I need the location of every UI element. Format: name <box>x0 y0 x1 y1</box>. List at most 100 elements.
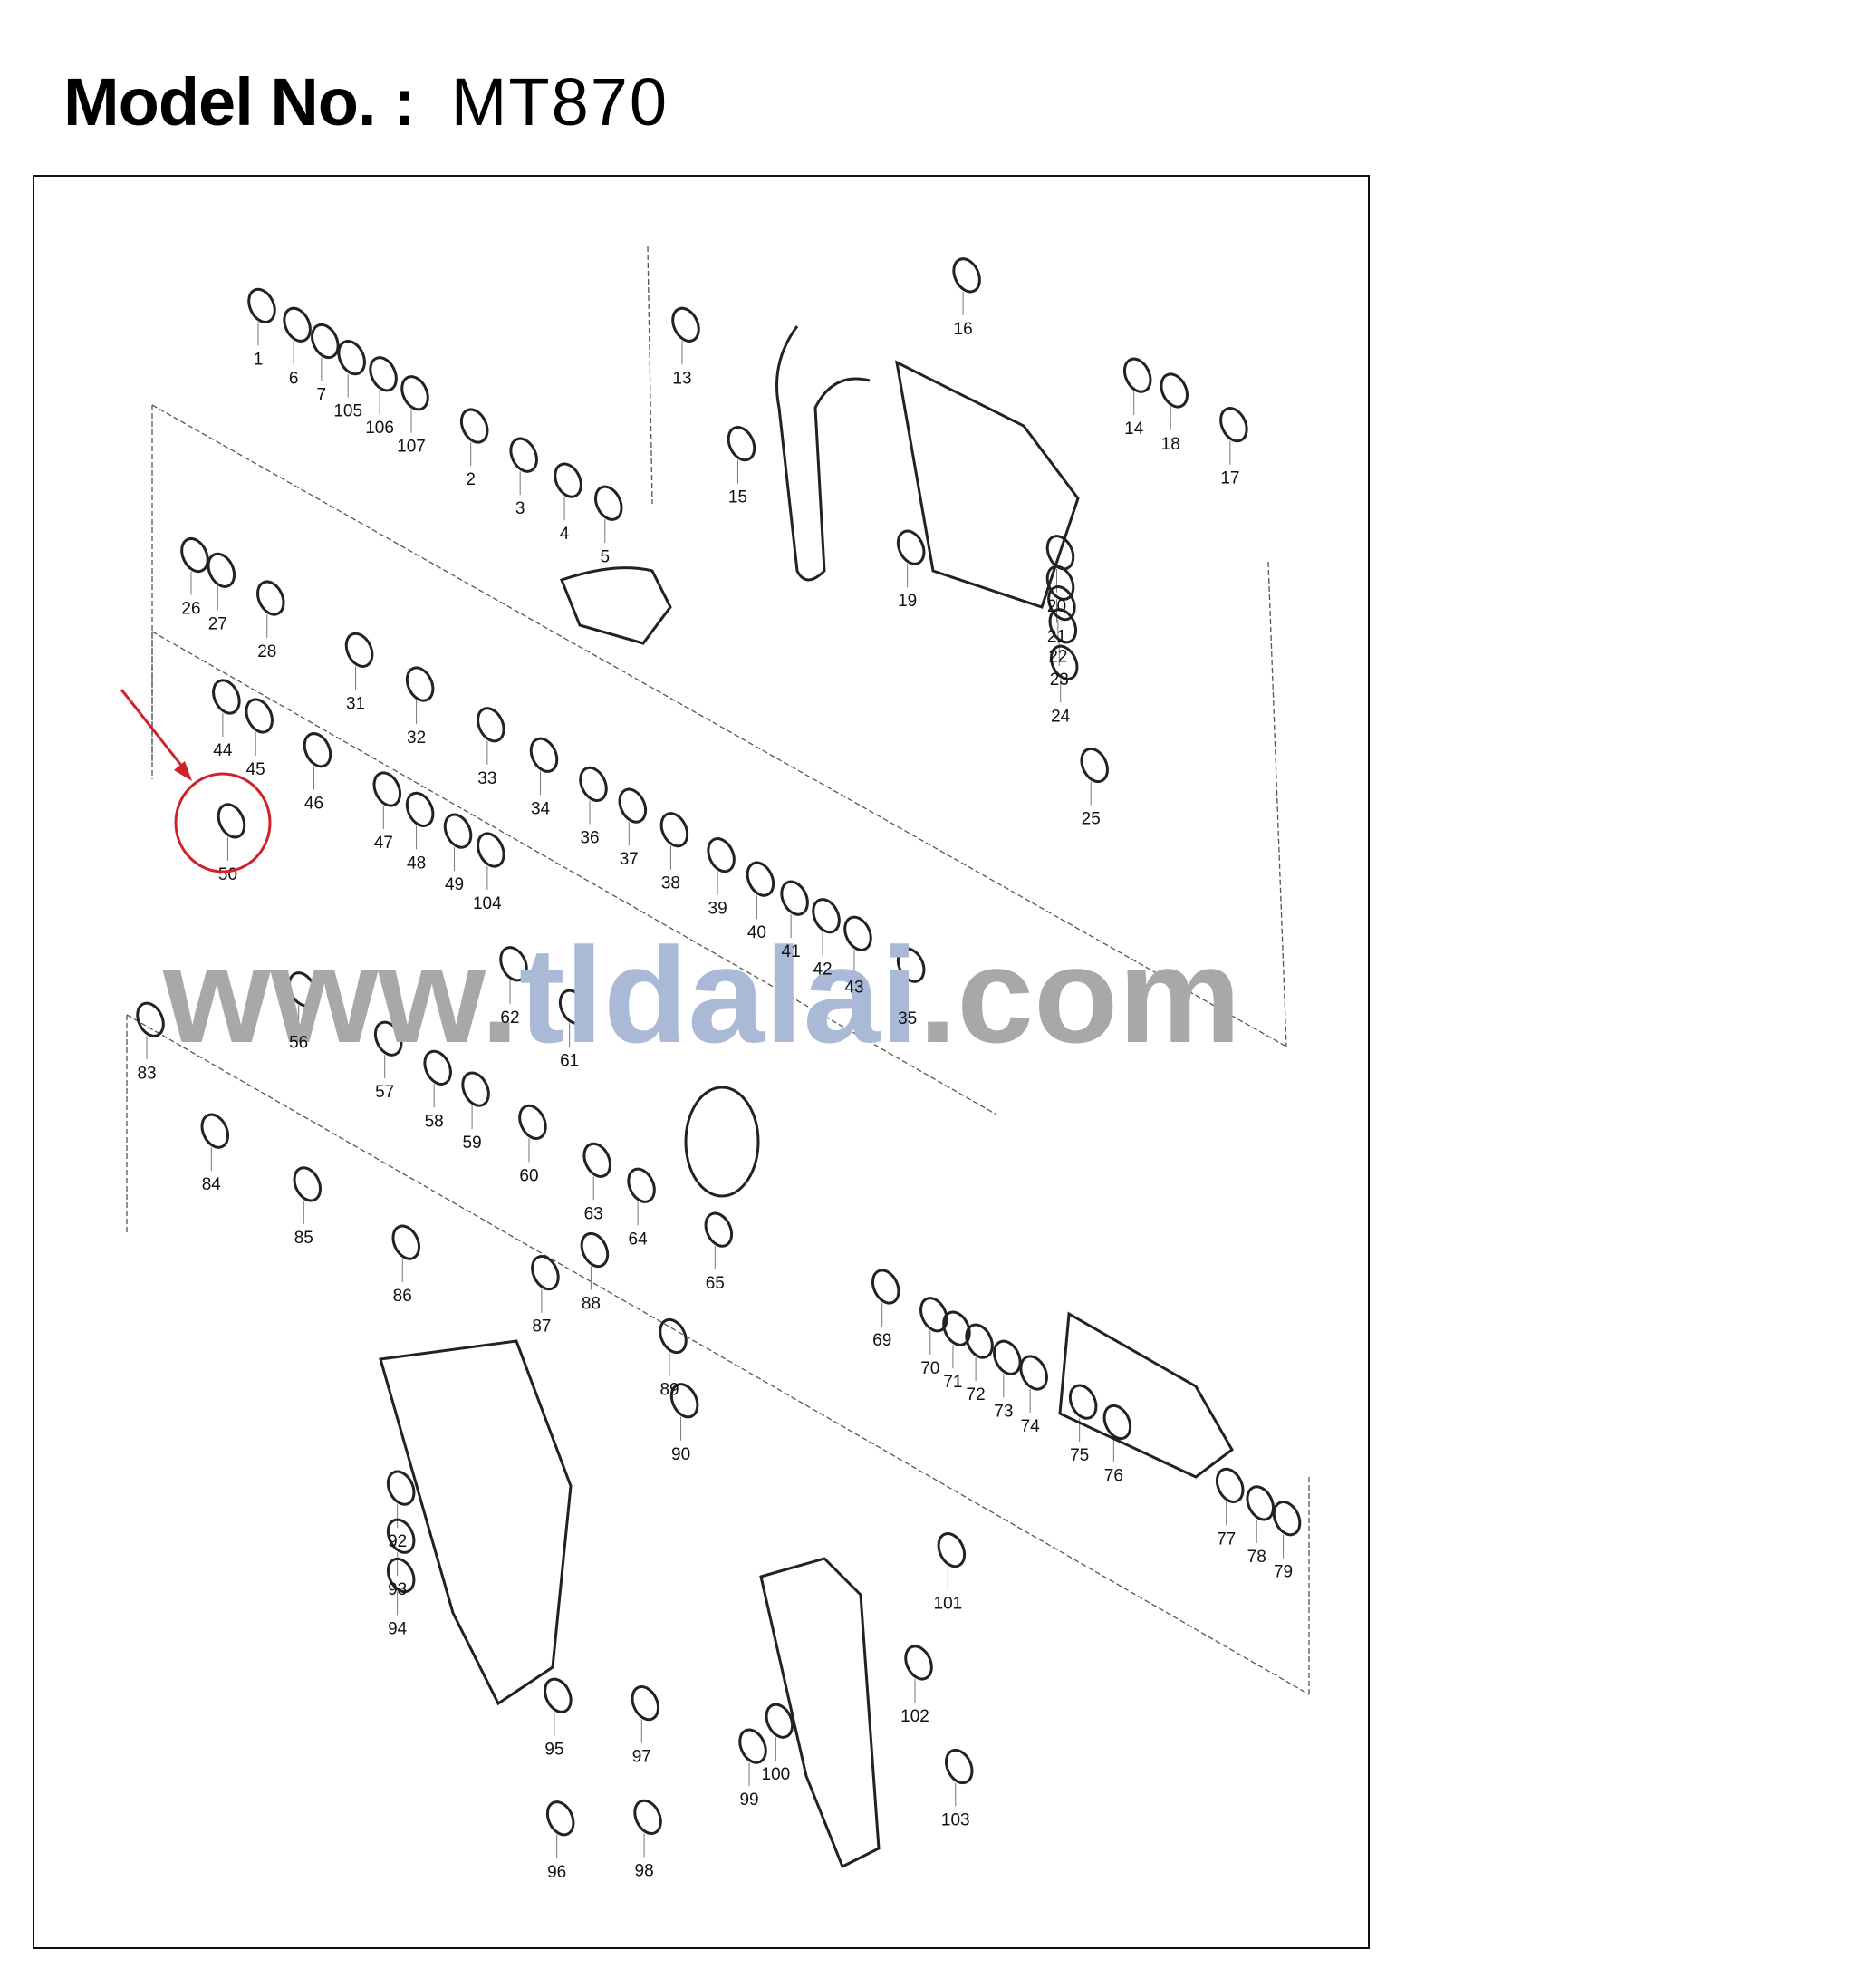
part-label-45: 45 <box>246 760 265 779</box>
part-59-shape <box>461 1071 490 1107</box>
part-label-73: 73 <box>994 1402 1013 1421</box>
part-label-22: 22 <box>1048 648 1067 667</box>
arrow-head-icon <box>174 761 192 781</box>
part-61-shape <box>558 989 588 1025</box>
part-label-14: 14 <box>1124 420 1144 439</box>
part-label-4: 4 <box>560 525 570 544</box>
part-label-70: 70 <box>920 1359 939 1378</box>
part-87-shape <box>531 1255 560 1291</box>
part-label-34: 34 <box>531 799 551 818</box>
part-label-17: 17 <box>1220 469 1239 488</box>
assembly-guide-lines <box>126 246 1310 1695</box>
part-label-44: 44 <box>213 741 233 760</box>
part-3-shape <box>509 437 538 473</box>
part-label-78: 78 <box>1247 1548 1266 1567</box>
part-40-shape <box>746 861 775 897</box>
part-5-shape <box>594 485 623 521</box>
part-label-35: 35 <box>898 1009 917 1028</box>
part-label-103: 103 <box>941 1810 970 1829</box>
part-64-shape <box>627 1167 656 1203</box>
gear-housing-shape <box>895 360 1080 609</box>
part-label-85: 85 <box>294 1229 313 1248</box>
part-label-25: 25 <box>1082 809 1101 828</box>
part-20-shape <box>1045 535 1075 571</box>
part-label-47: 47 <box>374 834 393 853</box>
part-label-94: 94 <box>388 1620 408 1639</box>
part-label-15: 15 <box>728 488 747 507</box>
part-label-97: 97 <box>632 1748 651 1767</box>
part-4-shape <box>554 462 582 498</box>
part-label-100: 100 <box>762 1765 791 1784</box>
part-62-shape <box>499 946 528 982</box>
part-69-shape <box>871 1269 900 1305</box>
part-33-shape <box>477 707 505 743</box>
part-label-59: 59 <box>463 1134 482 1153</box>
part-92-shape <box>386 1470 416 1506</box>
part-label-39: 39 <box>708 900 727 919</box>
guide-line <box>151 631 997 1115</box>
part-71-shape <box>942 1310 971 1346</box>
part-49-shape <box>443 813 473 849</box>
part-57-shape <box>373 1020 403 1057</box>
part-73-shape <box>993 1339 1022 1375</box>
part-94-shape <box>386 1557 416 1594</box>
part-18-shape <box>1160 372 1189 409</box>
part-label-49: 49 <box>445 875 464 894</box>
part-84-shape <box>200 1113 230 1149</box>
part-43-shape <box>843 915 872 951</box>
part-2-shape <box>459 408 489 444</box>
part-label-63: 63 <box>584 1204 603 1223</box>
part-label-5: 5 <box>600 547 610 566</box>
part-label-56: 56 <box>289 1034 308 1053</box>
part-35-shape <box>896 947 926 983</box>
part-label-38: 38 <box>661 874 680 893</box>
o-ring-65-shape <box>684 1086 760 1198</box>
part-101-shape <box>937 1532 967 1568</box>
part-label-62: 62 <box>500 1008 519 1028</box>
armature-shape <box>1058 1311 1234 1479</box>
part-label-99: 99 <box>739 1790 758 1809</box>
part-28-shape <box>256 580 285 616</box>
part-label-90: 90 <box>671 1445 690 1464</box>
part-label-60: 60 <box>519 1166 538 1185</box>
part-47-shape <box>372 771 402 807</box>
part-label-105: 105 <box>333 402 362 421</box>
part-38-shape <box>659 812 689 848</box>
part-95-shape <box>544 1677 573 1713</box>
part-60-shape <box>518 1104 547 1140</box>
part-6-shape <box>283 306 312 343</box>
part-70-shape <box>919 1297 948 1333</box>
diagram-frame <box>33 175 1370 1949</box>
part-label-95: 95 <box>544 1740 563 1759</box>
part-label-104: 104 <box>473 894 502 913</box>
part-105-shape <box>337 340 366 376</box>
part-label-96: 96 <box>547 1863 566 1882</box>
part-72-shape <box>965 1323 994 1359</box>
part-16-shape <box>952 257 981 294</box>
part-label-93: 93 <box>388 1580 407 1599</box>
part-label-102: 102 <box>900 1707 929 1726</box>
part-41-shape <box>780 880 809 916</box>
drill-chuck-shape <box>560 566 672 645</box>
part-label-74: 74 <box>1021 1417 1041 1436</box>
part-85-shape <box>293 1166 323 1202</box>
part-number-labels: 1671051061072345131516141817262728313233… <box>137 320 1293 1882</box>
part-label-87: 87 <box>532 1317 551 1337</box>
part-label-26: 26 <box>181 600 200 619</box>
part-58-shape <box>423 1049 452 1086</box>
part-26-shape <box>180 536 209 574</box>
part-label-57: 57 <box>375 1083 394 1102</box>
part-45-shape <box>245 698 274 734</box>
part-102-shape <box>904 1645 933 1681</box>
part-label-2: 2 <box>466 470 476 489</box>
part-label-20: 20 <box>1047 597 1066 616</box>
part-label-1: 1 <box>254 350 264 369</box>
part-label-41: 41 <box>782 942 801 961</box>
part-label-28: 28 <box>257 642 276 661</box>
part-label-72: 72 <box>967 1385 986 1404</box>
part-90-shape <box>669 1383 699 1419</box>
part-42-shape <box>812 898 841 934</box>
part-label-16: 16 <box>954 320 973 339</box>
part-15-shape <box>727 426 756 462</box>
part-label-43: 43 <box>844 978 863 997</box>
